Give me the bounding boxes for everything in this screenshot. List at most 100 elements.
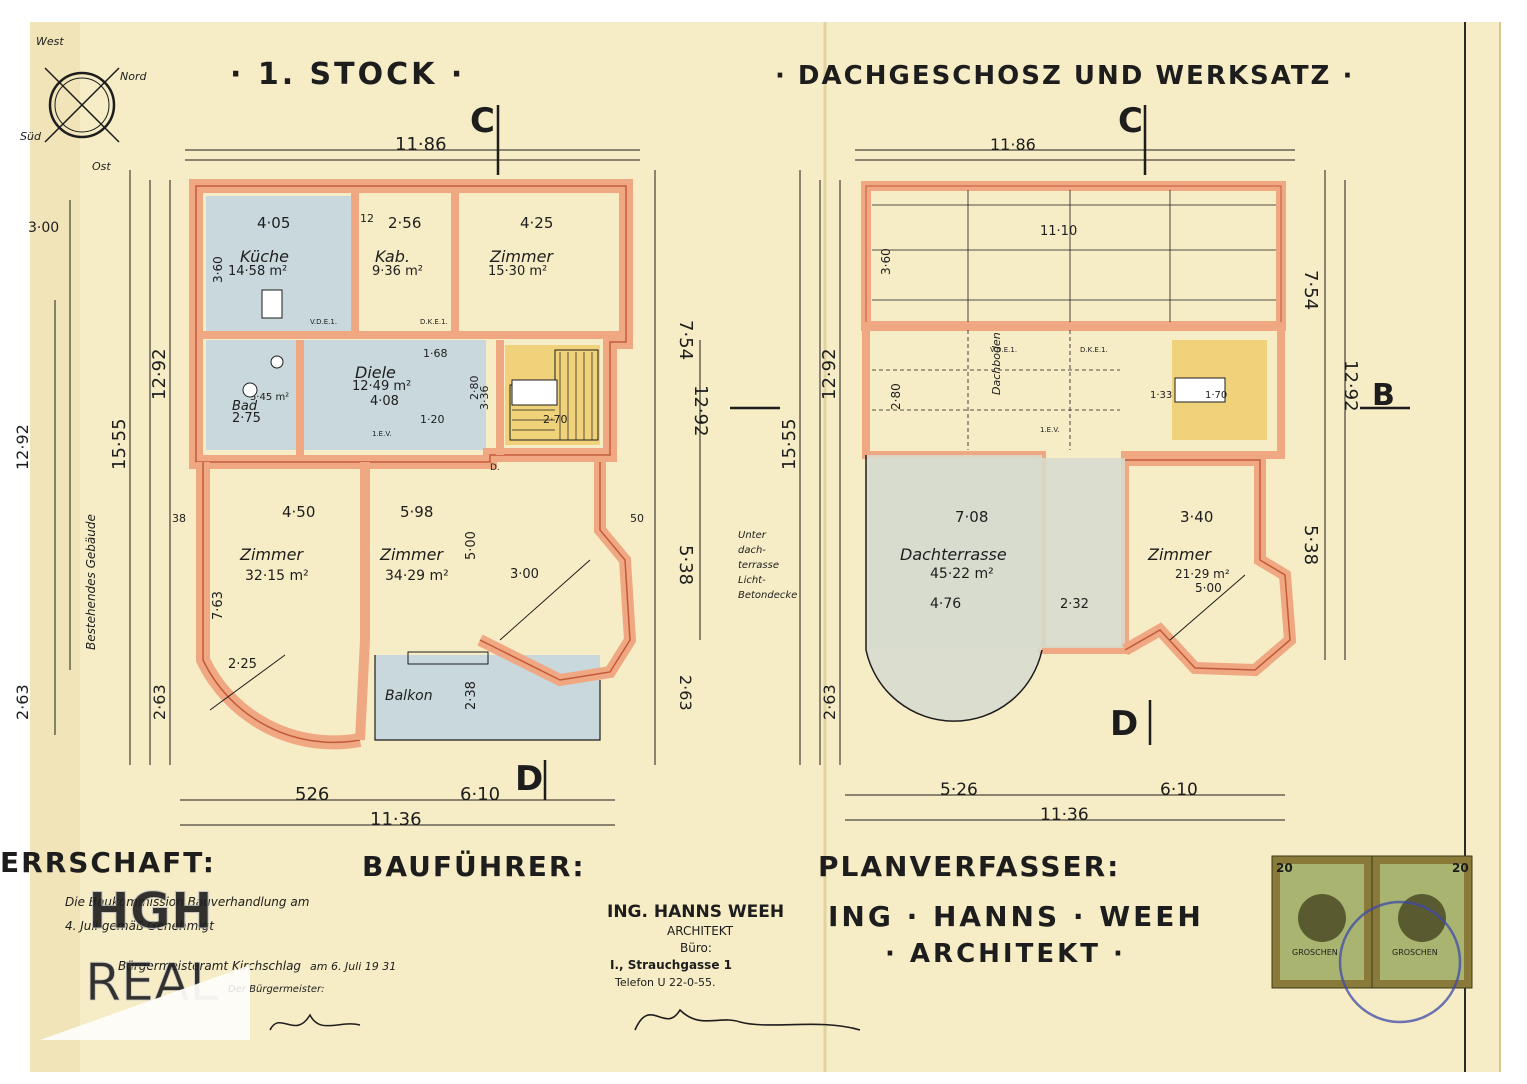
roof-note-line-1: Unter xyxy=(738,530,767,541)
dim-right-height-total: 15·55 xyxy=(779,418,800,470)
room-name-kueche: Küche xyxy=(240,247,289,266)
left-plan-title: · 1. STOCK · xyxy=(230,57,465,92)
compass-south: Süd xyxy=(20,130,42,143)
dim-left-height-upper: 12·92 xyxy=(149,348,170,400)
dim-left-top-width: 11·86 xyxy=(395,134,447,155)
room-area-dachterrasse: 45·22 m² xyxy=(930,566,994,582)
misc-left-238: 2·38 xyxy=(464,681,479,710)
room-area-kueche: 14·58 m² xyxy=(228,264,287,279)
misc-left-270: 2·70 xyxy=(543,413,568,426)
room-area-kab: 9·36 m² xyxy=(372,264,423,279)
compass-east: Ost xyxy=(92,160,111,173)
architect-stamp: ING. HANNS WEEH ARCHITEKT Büro: I., Stra… xyxy=(607,902,784,989)
room-width-zimmer1: 4·25 xyxy=(520,214,553,232)
hgh-real-logo: HGH REAL xyxy=(40,882,250,1040)
section-b: B xyxy=(1372,378,1395,413)
room-name-dachterrasse: Dachterrasse xyxy=(900,545,1007,564)
revenue-stamp-1: 20 GROSCHEN xyxy=(1271,855,1373,989)
bauherrschaft-note-2: 4. Juli gemäß Genehmigt xyxy=(65,919,215,933)
bauherrschaft-note-1: Die Baukommission Bauverhandlung am xyxy=(65,895,309,909)
room-name-diele: Diele xyxy=(355,363,396,382)
right-plan-title: · DACHGESCHOSZ UND WERKSATZ · xyxy=(775,61,1354,91)
bauherrschaft-heading: ERRSCHAFT: xyxy=(0,846,216,879)
misc-left-280: 2·80 xyxy=(468,376,481,401)
svg-text:20: 20 xyxy=(1276,861,1293,875)
svg-text:I., Strauchgasse 1: I., Strauchgasse 1 xyxy=(610,958,732,972)
misc-right-vde: V.D.E.1. xyxy=(990,346,1017,354)
misc-left-360: 3·60 xyxy=(211,256,225,283)
toilet-icon xyxy=(270,355,284,369)
misc-right-170: 1·70 xyxy=(1205,390,1227,401)
svg-text:ARCHITEKT: ARCHITEKT xyxy=(667,924,734,938)
room-width-diele: 4·08 xyxy=(370,394,399,409)
svg-text:Büro:: Büro: xyxy=(680,941,712,955)
roof-note-line-2: dach- xyxy=(738,545,766,556)
room-width-zimmer2: 4·50 xyxy=(282,503,315,521)
misc-right-360: 3·60 xyxy=(879,248,893,275)
svg-text:Telefon U 22-0-55.: Telefon U 22-0-55. xyxy=(614,976,716,989)
room-area-zimmer2: 32·15 m² xyxy=(245,568,309,584)
architect-title-hand: · ARCHITEKT · xyxy=(885,939,1126,969)
dim-right-right-mid: 5·38 xyxy=(1300,525,1321,565)
roof-note-line-3: terrasse xyxy=(738,560,779,571)
dim-right-top-width: 11·86 xyxy=(990,135,1036,154)
dim-right-bottom-right: 6·10 xyxy=(1160,780,1198,800)
misc-left-iev: 1.E.V. xyxy=(372,430,391,438)
buergermeisteramt-date: am 6. Juli 19 31 xyxy=(310,960,396,973)
misc-left-168: 1·68 xyxy=(423,347,448,360)
roof-note-line-5: Betondecke xyxy=(738,590,797,601)
section-d-left: D xyxy=(515,759,543,799)
dim-left-height-total: 15·55 xyxy=(109,418,130,470)
roof-note: Unter dach- terrasse Licht- Betondecke xyxy=(738,530,797,601)
bathtub-icon xyxy=(242,382,258,398)
dim-right-height-upper: 12·92 xyxy=(819,348,840,400)
misc-left-d: D. xyxy=(490,463,500,473)
section-d-right: D xyxy=(1110,704,1138,744)
misc-right-iev: 1.E.V. xyxy=(1040,426,1059,434)
dim-left-right-mid: 5·38 xyxy=(675,545,696,585)
room-area-zimmer4: 21·29 m² xyxy=(1175,567,1230,581)
section-c-left: C xyxy=(470,101,495,141)
dim-right-right-total: 12·92 xyxy=(1340,360,1361,412)
misc-left-38: 38 xyxy=(172,512,186,525)
misc-left-12: 12 xyxy=(360,212,374,225)
planverfasser-heading: PLANVERFASSER: xyxy=(818,850,1120,883)
dim-right-height-lower: 2·63 xyxy=(820,684,839,720)
dim-left-right-upper: 7·54 xyxy=(675,320,696,360)
misc-right-dke: D.K.E.1. xyxy=(1080,346,1108,354)
svg-text:ING. HANNS WEEH: ING. HANNS WEEH xyxy=(607,902,784,922)
dim-left-right-total: 12·92 xyxy=(690,385,711,437)
dim-left-bottom-width: 11·36 xyxy=(370,809,422,830)
misc-right-232: 2·32 xyxy=(1060,597,1089,612)
svg-text:GROSCHEN: GROSCHEN xyxy=(1392,948,1438,957)
misc-right-476: 4·76 xyxy=(930,596,961,612)
dim-left-bottom-right: 6·10 xyxy=(460,784,500,805)
room-width-dachterrasse: 7·08 xyxy=(955,508,988,526)
dim-left-height-lower: 2·63 xyxy=(150,684,169,720)
cancellation-stamp xyxy=(1338,900,1462,1024)
dim-left-300: 3·00 xyxy=(28,220,59,236)
misc-right-133: 1·33 xyxy=(1150,390,1172,401)
misc-right-500: 5·00 xyxy=(1195,581,1222,595)
dim-right-bottom-width: 11·36 xyxy=(1040,805,1089,825)
room-width-bad: 2·75 xyxy=(232,411,261,426)
compass-rose: Nord West Süd Ost xyxy=(20,35,147,173)
room-width-zimmer3: 5·98 xyxy=(400,503,433,521)
room-area-zimmer3: 34·29 m² xyxy=(385,568,449,584)
buergermeisteramt-stamp: Bürgermeisteramt Kirchschlag xyxy=(118,959,301,973)
architect-signature xyxy=(634,1008,861,1031)
misc-left-225: 2·25 xyxy=(228,657,257,672)
dim-left-263-outer: 2·63 xyxy=(13,684,32,720)
room-area-diele: 12·49 m² xyxy=(352,379,411,394)
compass-west: West xyxy=(36,35,64,48)
architect-name-hand: ING · HANNS · WEEH xyxy=(828,900,1204,933)
room-area-bad: 5·45 m² xyxy=(250,392,289,403)
title-block: ERRSCHAFT: Die Baukommission Bauverhandl… xyxy=(0,846,1473,1031)
room-width-kab: 2·56 xyxy=(388,214,421,232)
buergermeister-label: Der Bürgermeister: xyxy=(228,984,325,995)
compass-north: Nord xyxy=(120,70,147,83)
existing-building-note: Bestehendes Gebäude xyxy=(84,514,98,650)
misc-left-120: 1·20 xyxy=(420,413,445,426)
